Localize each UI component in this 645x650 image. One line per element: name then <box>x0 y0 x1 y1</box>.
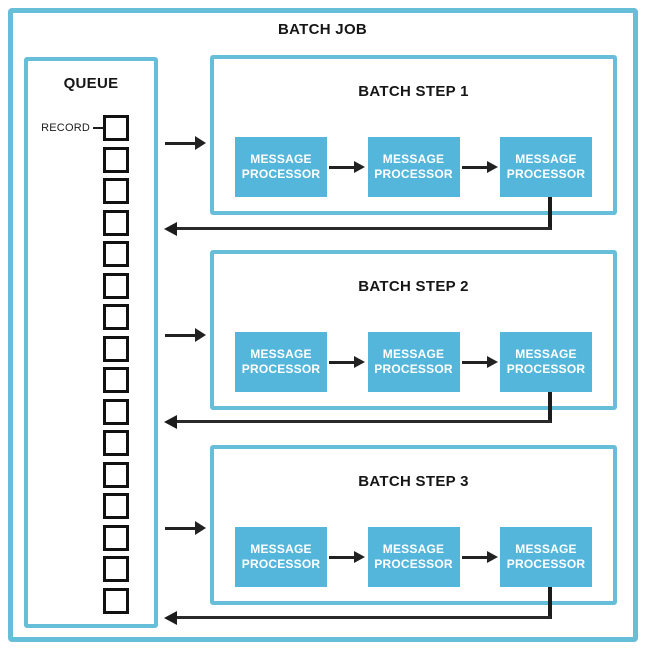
arrow-right-icon <box>327 356 368 368</box>
arrow-line <box>329 555 355 559</box>
record-label: RECORD <box>41 122 90 134</box>
message-processor: MESSAGE PROCESSOR <box>367 332 460 392</box>
arrow-line <box>165 333 196 337</box>
batch-step-3-title: BATCH STEP 3 <box>358 473 469 490</box>
arrow-right-icon <box>460 551 501 563</box>
queue-record <box>103 115 129 141</box>
step2-return-arrow-horizontal <box>176 420 551 423</box>
batch-step-2-title: BATCH STEP 2 <box>358 278 469 295</box>
queue-record <box>103 556 129 582</box>
queue-record <box>103 524 129 551</box>
queue-record <box>103 272 129 299</box>
queue-record <box>103 398 129 425</box>
message-processor: MESSAGE PROCESSOR <box>235 527 327 587</box>
queue-record <box>103 241 129 267</box>
queue-record <box>103 178 129 204</box>
batch-step-1-box: BATCH STEP 1 MESSAGE PROCESSOR MESSAGE P… <box>210 55 617 215</box>
arrow-head <box>354 356 366 368</box>
message-processor: MESSAGE PROCESSOR <box>367 527 460 587</box>
message-processor: MESSAGE PROCESSOR <box>235 332 327 392</box>
record-callout: RECORD <box>38 120 103 136</box>
queue-to-step3-arrow <box>165 521 206 535</box>
batch-job-title: BATCH JOB <box>277 21 368 38</box>
message-processor: MESSAGE PROCESSOR <box>500 332 592 392</box>
step2-return-arrow-vertical <box>548 392 552 423</box>
queue-record <box>103 335 129 362</box>
arrow-head <box>195 521 206 535</box>
arrow-right-icon <box>460 161 501 173</box>
message-processor: MESSAGE PROCESSOR <box>235 137 327 197</box>
queue-record <box>103 304 129 330</box>
queue-record <box>103 367 129 393</box>
queue-record <box>103 209 129 236</box>
arrow-head <box>195 328 206 342</box>
step1-return-arrow-head <box>164 221 177 236</box>
arrow-line <box>329 360 355 364</box>
arrow-head <box>195 136 206 150</box>
arrow-line <box>461 555 487 559</box>
queue-record <box>103 493 129 519</box>
arrow-head <box>354 551 366 563</box>
step3-return-arrow-horizontal <box>176 616 551 619</box>
arrow-head <box>354 161 366 173</box>
arrow-line <box>165 526 196 530</box>
batch-step-2-box: BATCH STEP 2 MESSAGE PROCESSOR MESSAGE P… <box>210 250 617 410</box>
record-tick-line <box>93 126 103 130</box>
queue-record <box>103 587 129 614</box>
step2-return-arrow-head <box>164 414 177 429</box>
arrow-line <box>461 165 487 169</box>
arrow-right-icon <box>460 356 501 368</box>
step3-return-arrow-head <box>164 610 177 625</box>
message-processor: MESSAGE PROCESSOR <box>367 137 460 197</box>
arrow-line <box>329 165 355 169</box>
message-processor: MESSAGE PROCESSOR <box>500 137 592 197</box>
message-processor: MESSAGE PROCESSOR <box>500 527 592 587</box>
queue-to-step2-arrow <box>165 328 206 342</box>
processor-row: MESSAGE PROCESSOR MESSAGE PROCESSOR MESS… <box>214 332 613 392</box>
arrow-head <box>486 356 498 368</box>
queue-to-step1-arrow <box>165 136 206 150</box>
arrow-head <box>486 161 498 173</box>
queue-box: QUEUE <box>24 57 158 628</box>
queue-record <box>103 461 129 488</box>
queue-records <box>103 115 129 614</box>
batch-step-3-box: BATCH STEP 3 MESSAGE PROCESSOR MESSAGE P… <box>210 445 617 605</box>
batch-step-1-title: BATCH STEP 1 <box>358 83 469 100</box>
arrow-line <box>165 141 196 145</box>
step3-return-arrow-vertical <box>548 587 552 619</box>
arrow-line <box>461 360 487 364</box>
processor-row: MESSAGE PROCESSOR MESSAGE PROCESSOR MESS… <box>214 137 613 197</box>
arrow-head <box>486 551 498 563</box>
processor-row: MESSAGE PROCESSOR MESSAGE PROCESSOR MESS… <box>214 527 613 587</box>
arrow-right-icon <box>327 161 368 173</box>
step1-return-arrow-horizontal <box>176 227 551 230</box>
queue-record <box>103 430 129 456</box>
arrow-right-icon <box>327 551 368 563</box>
step1-return-arrow-vertical <box>548 197 552 230</box>
batch-job-box <box>8 8 638 642</box>
queue-title: QUEUE <box>63 75 119 92</box>
queue-record <box>103 146 129 173</box>
